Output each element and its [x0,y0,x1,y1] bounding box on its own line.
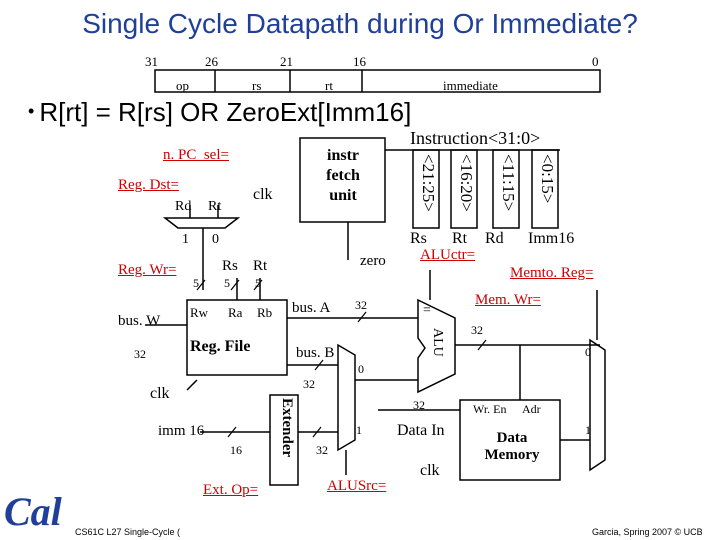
regdst-sel1: 1 [182,232,189,247]
credit-footer: Garcia, Spring 2007 © UCB [592,527,703,537]
regfile-rt-in: Rt [253,258,268,274]
label-rs: Rs [410,230,427,247]
field-immediate: immediate [443,78,498,93]
tick-imm [227,426,237,438]
course-footer: CS61C L27 Single-Cycle ( [75,527,181,537]
imm-width: 16 [230,443,242,457]
alusrc-mux [337,343,356,452]
slice-16-20: <16:20> [457,154,476,212]
extender-label: Extender [279,398,295,458]
regdst-rd: Rd [175,199,192,214]
alu-shape [417,298,456,394]
alu-zero: zero [360,253,386,269]
field-op: op [176,78,189,93]
tick-alu-out [477,339,487,351]
tick-rb [253,279,263,291]
tick-busb [314,359,324,371]
field-rs: rs [252,78,262,93]
port-rw: Rw [190,305,209,320]
slice-21-25: <21:25> [419,154,438,212]
alusrc-sel1: 1 [356,423,362,437]
alu-eq: = [423,303,431,318]
busb-label: bus. B [296,345,335,361]
aluctr-label: ALUctr= [420,247,476,263]
tick-ext-out [312,426,322,438]
label-rd: Rd [485,230,504,247]
instr-fetch-box [299,137,386,223]
imm16-input: imm 16 [158,423,205,439]
regdst-rt: Rt [208,199,222,214]
fetch-clk: clk [253,186,273,203]
regfile-clk-mark [186,379,198,391]
bit-16: 16 [353,54,366,69]
bit-0: 0 [592,54,599,69]
memwr-label: Mem. Wr= [475,292,541,308]
memtoreg-sel0: 0 [585,345,591,359]
extender-box [269,394,299,486]
bit-31: 31 [145,54,158,69]
port-rb: Rb [257,305,273,320]
memtoreg-mux [589,338,606,472]
regfile-name: Reg. File [190,338,251,355]
data-in-label: Data In [397,422,445,439]
regwr-label: Reg. Wr= [118,262,177,278]
alu-label: ALU [430,328,445,357]
data-memory-label: Data Memory [484,430,540,463]
slice-11-15: <11:15> [499,154,518,212]
bit-21: 21 [280,54,293,69]
tick-busa [357,311,367,323]
regdst-mux [162,217,241,229]
memtoreg-label: Memto. Reg= [510,265,594,281]
label-rt: Rt [452,230,468,247]
regfile-clk: clk [150,385,170,402]
busb-width: 32 [303,377,315,391]
bullet-dot: • [28,101,40,121]
instruction-bus-label: Instruction<31:0> [410,128,541,148]
tick-ra [230,279,240,291]
format-box [154,69,601,93]
tick-rw [196,279,206,291]
memtoreg-sel1: 1 [585,423,591,437]
mem-clk: clk [420,462,440,479]
instr-fetch-label: instr fetch unit [326,147,360,204]
regdst-sel0: 0 [212,232,219,247]
npc-sel-label: n. PC_sel= [163,147,229,163]
width-ra: 5 [224,276,230,290]
slide-title: Single Cycle Datapath during Or Immediat… [82,8,638,39]
label-imm16: Imm16 [528,230,575,247]
bullet-text: R[rt] = R[rs] OR ZeroExt[Imm16] [39,97,412,127]
busa-width: 32 [355,298,367,312]
alusrc-sel0: 0 [358,362,364,376]
data-in-width: 32 [413,398,425,412]
mem-wren: Wr. En [473,402,507,416]
port-ra: Ra [228,305,243,320]
alusrc-label: ALUSrc= [327,478,387,494]
busa-label: bus. A [292,300,331,316]
bit-26: 26 [205,54,218,69]
field-rt: rt [325,78,333,93]
busw-label: bus. W [118,313,161,329]
extop-label: Ext. Op= [203,482,259,498]
ext-out-width: 32 [316,443,328,457]
regdst-label: Reg. Dst= [118,177,179,193]
regfile-rs-in: Rs [222,258,238,274]
busw-width: 32 [134,347,146,361]
bullet-line: • R[rt] = R[rs] OR ZeroExt[Imm16] [28,97,411,128]
width-rb: 5 [255,276,261,290]
mem-adr: Adr [522,402,541,416]
slice-0-15: <0:15> [538,154,557,204]
cal-logo: Cal [4,489,62,534]
width-rw: 5 [193,276,199,290]
alu-out-width: 32 [471,323,483,337]
